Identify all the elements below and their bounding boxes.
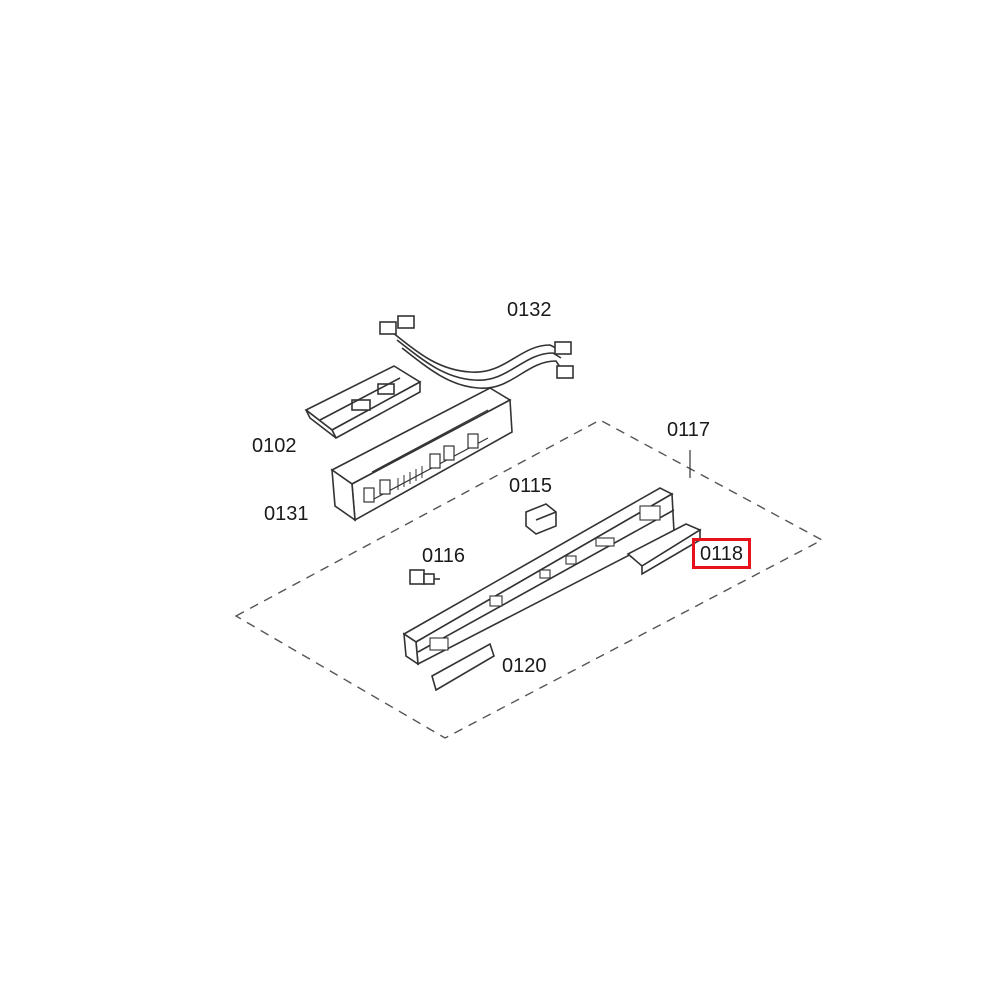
label-0116: 0116 xyxy=(422,545,466,567)
part-0131-control-module[interactable] xyxy=(330,387,513,522)
label-0117: 0117 xyxy=(667,419,711,441)
part-0102-bracket[interactable] xyxy=(304,365,422,440)
label-0131: 0131 xyxy=(264,503,309,525)
label-0115: 0115 xyxy=(509,475,553,497)
assembly-boundary-0117 xyxy=(234,419,824,739)
part-0132-wire-harness[interactable] xyxy=(379,315,574,389)
label-0120: 0120 xyxy=(502,655,547,677)
part-0116-connector[interactable] xyxy=(409,569,440,585)
label-0118-highlighted[interactable]: 0118 xyxy=(692,538,752,569)
part-0120-label-plate[interactable] xyxy=(431,642,495,692)
part-0115-clip[interactable] xyxy=(525,503,557,535)
label-0102: 0102 xyxy=(252,435,297,457)
label-0132: 0132 xyxy=(507,299,552,321)
